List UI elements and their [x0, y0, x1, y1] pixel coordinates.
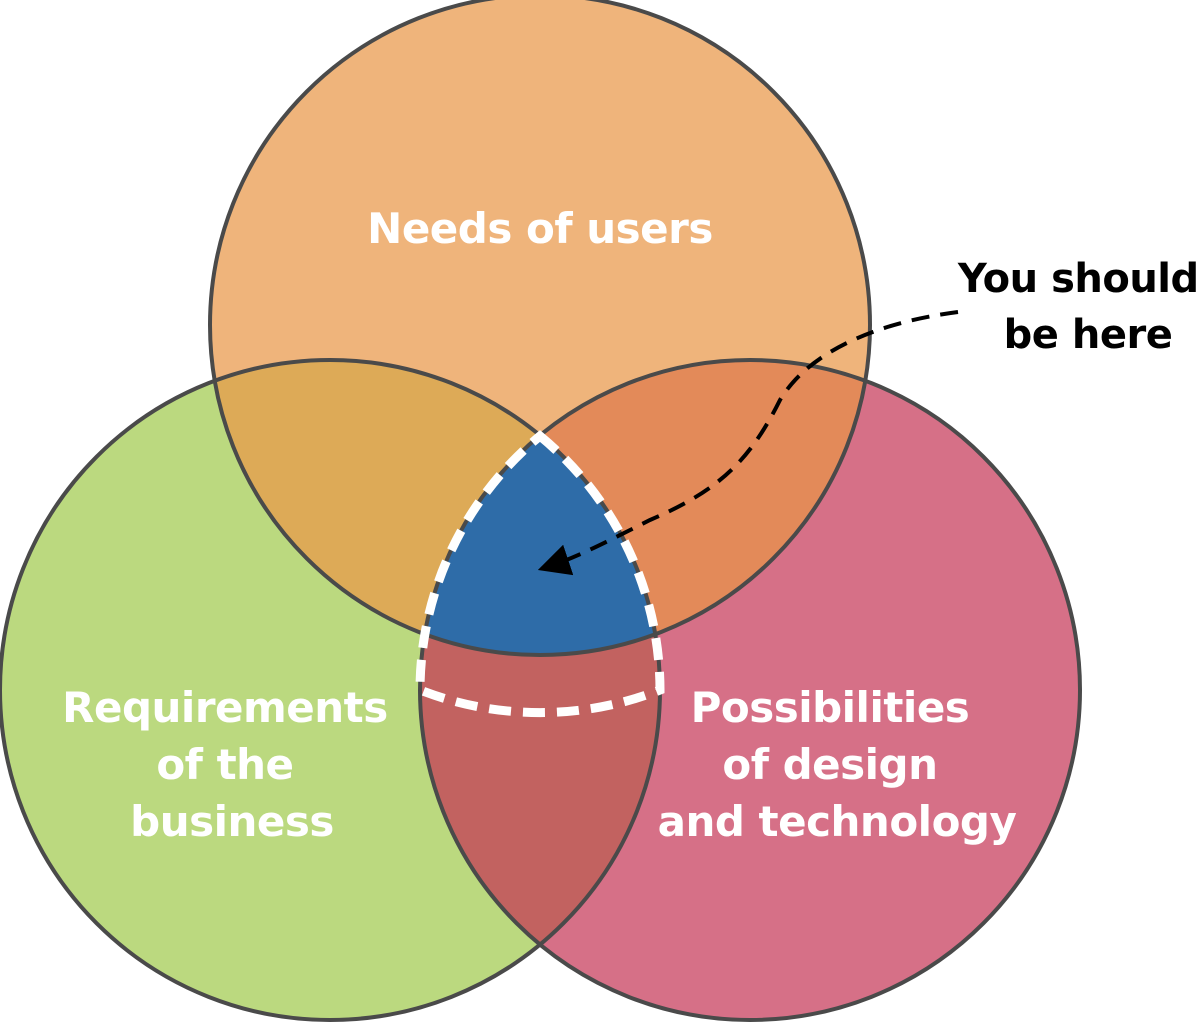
- outline-tech: [418, 358, 1082, 1022]
- outline-users: [208, 0, 872, 657]
- callout-line: You should: [957, 256, 1199, 302]
- label-business-line: Requirements: [62, 683, 388, 732]
- callout-arrow: [537, 310, 959, 576]
- label-business: Requirements of the business: [62, 683, 402, 846]
- label-business-line: of the: [156, 740, 293, 789]
- callout-line: be here: [1004, 312, 1173, 358]
- label-tech: Possibilities of design and technology: [658, 683, 1017, 846]
- center-highlight-border: [415, 430, 665, 718]
- overlap-center: [420, 360, 660, 655]
- label-tech-line: and technology: [658, 797, 1017, 846]
- label-users-line: Needs of users: [367, 204, 713, 253]
- label-users: Needs of users: [367, 204, 713, 253]
- callout-label: You should be here: [957, 256, 1200, 358]
- label-tech-line: Possibilities: [691, 683, 970, 732]
- label-business-line: business: [130, 797, 334, 846]
- label-tech-line: of design: [722, 740, 937, 789]
